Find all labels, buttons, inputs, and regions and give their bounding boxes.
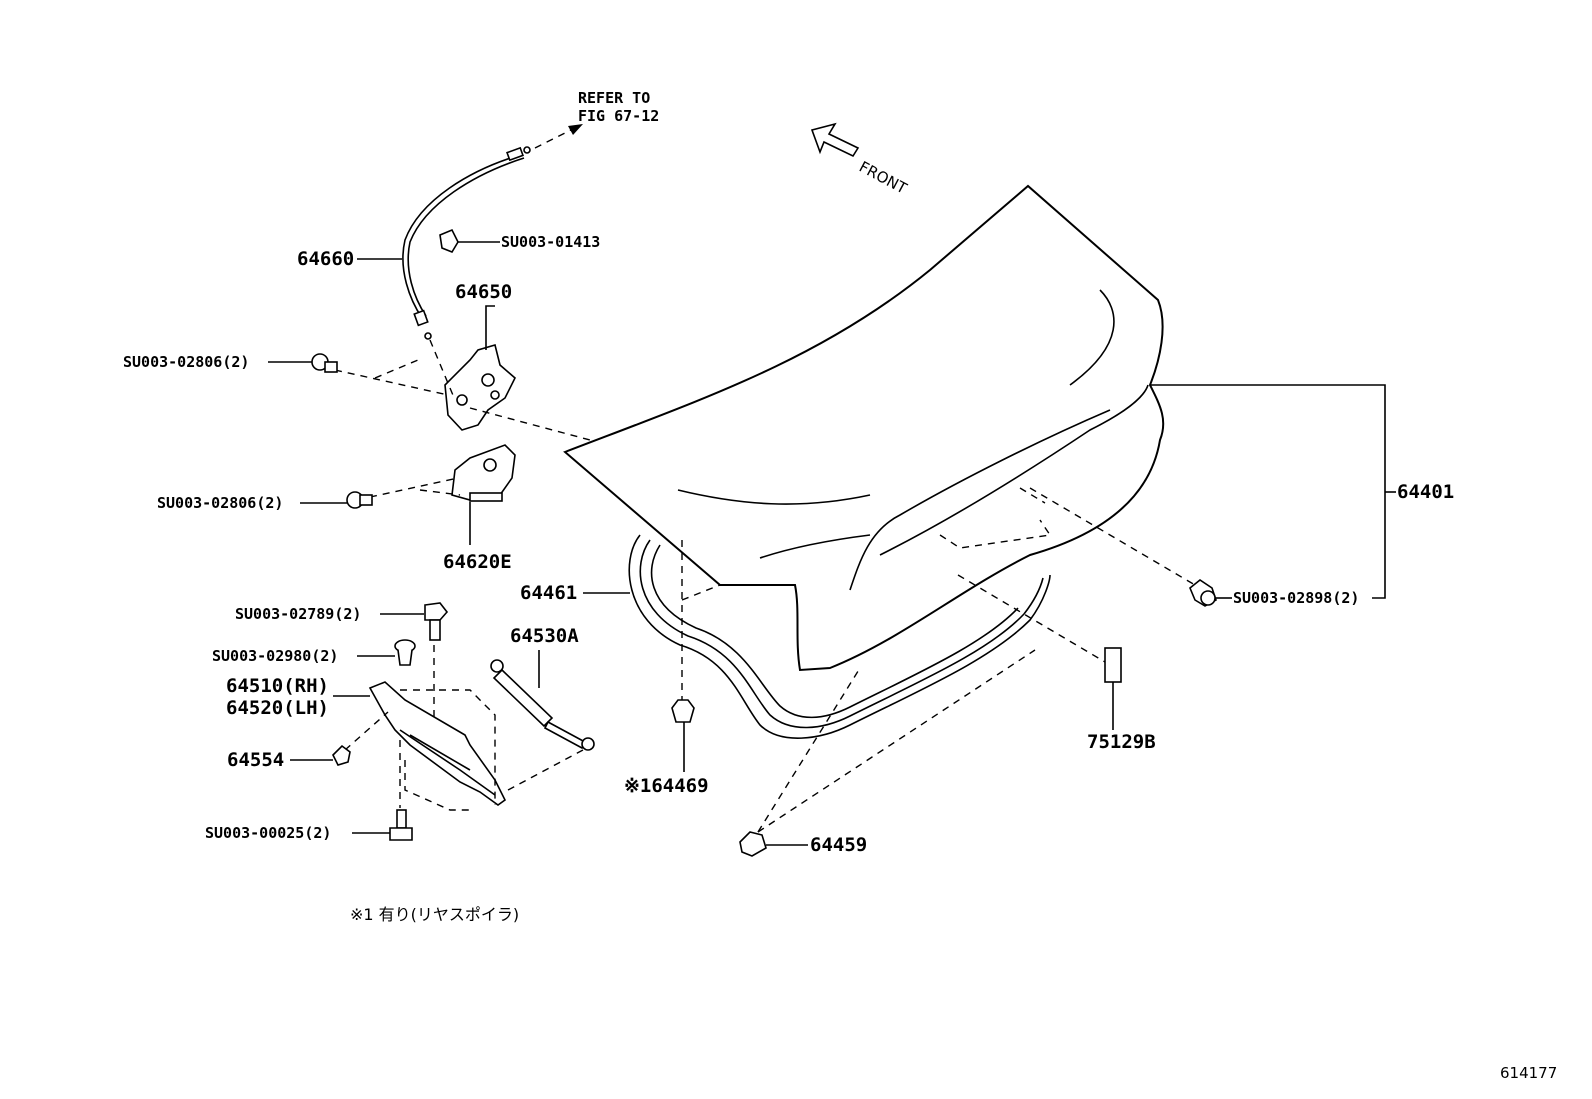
bolt-00025 — [389, 809, 413, 841]
lock-assembly — [444, 343, 516, 431]
figure-number: 614177 — [1500, 1064, 1557, 1082]
label-64650: 64650 — [455, 281, 512, 303]
release-cable — [402, 146, 531, 340]
cap-64554 — [332, 744, 351, 766]
bolt-02789 — [424, 602, 449, 641]
label-64530A: 64530A — [510, 625, 579, 647]
refer-note-line2: FIG 67-12 — [578, 107, 659, 125]
bolt-02806-upper — [311, 353, 338, 373]
label-64459: 64459 — [810, 834, 867, 856]
footnote: ※1 有り(リヤスポイラ) — [350, 905, 519, 924]
label-su003-02806-lower: SU003-02806(2) — [157, 494, 283, 512]
label-64520: 64520(LH) — [226, 697, 329, 719]
label-su003-00025: SU003-00025(2) — [205, 824, 331, 842]
label-64510: 64510(RH) — [226, 675, 329, 697]
refer-arrow — [534, 124, 583, 149]
label-64469: ※164469 — [624, 775, 709, 797]
label-64660: 64660 — [297, 248, 354, 270]
striker — [451, 444, 516, 502]
refer-note-line1: REFER TO — [578, 89, 650, 107]
label-su003-02980: SU003-02980(2) — [212, 647, 338, 665]
bolt-02806-lower — [346, 491, 373, 509]
clip-02980 — [394, 639, 416, 666]
plate-75129B — [1104, 647, 1122, 683]
label-su003-02789: SU003-02789(2) — [235, 605, 361, 623]
label-64554: 64554 — [227, 749, 284, 771]
label-64461: 64461 — [520, 582, 577, 604]
cushion-64459 — [739, 831, 767, 857]
trunk-lid — [563, 184, 1165, 672]
clamp-01413 — [439, 228, 459, 253]
weatherstrip — [628, 534, 1051, 739]
label-64620E: 64620E — [443, 551, 512, 573]
label-64401: 64401 — [1397, 481, 1454, 503]
label-75129B: 75129B — [1087, 731, 1156, 753]
cushion-64469 — [671, 699, 695, 723]
clip-02898 — [1189, 579, 1217, 607]
hinge — [368, 681, 507, 806]
leader-64401 — [1150, 384, 1386, 599]
label-su003-02806-upper: SU003-02806(2) — [123, 353, 249, 371]
front-arrow-icon — [810, 122, 860, 158]
damper — [490, 659, 595, 751]
label-su003-02898: SU003-02898(2) — [1233, 589, 1359, 607]
front-label: FRONT — [856, 158, 910, 198]
label-su003-01413: SU003-01413 — [501, 233, 600, 251]
